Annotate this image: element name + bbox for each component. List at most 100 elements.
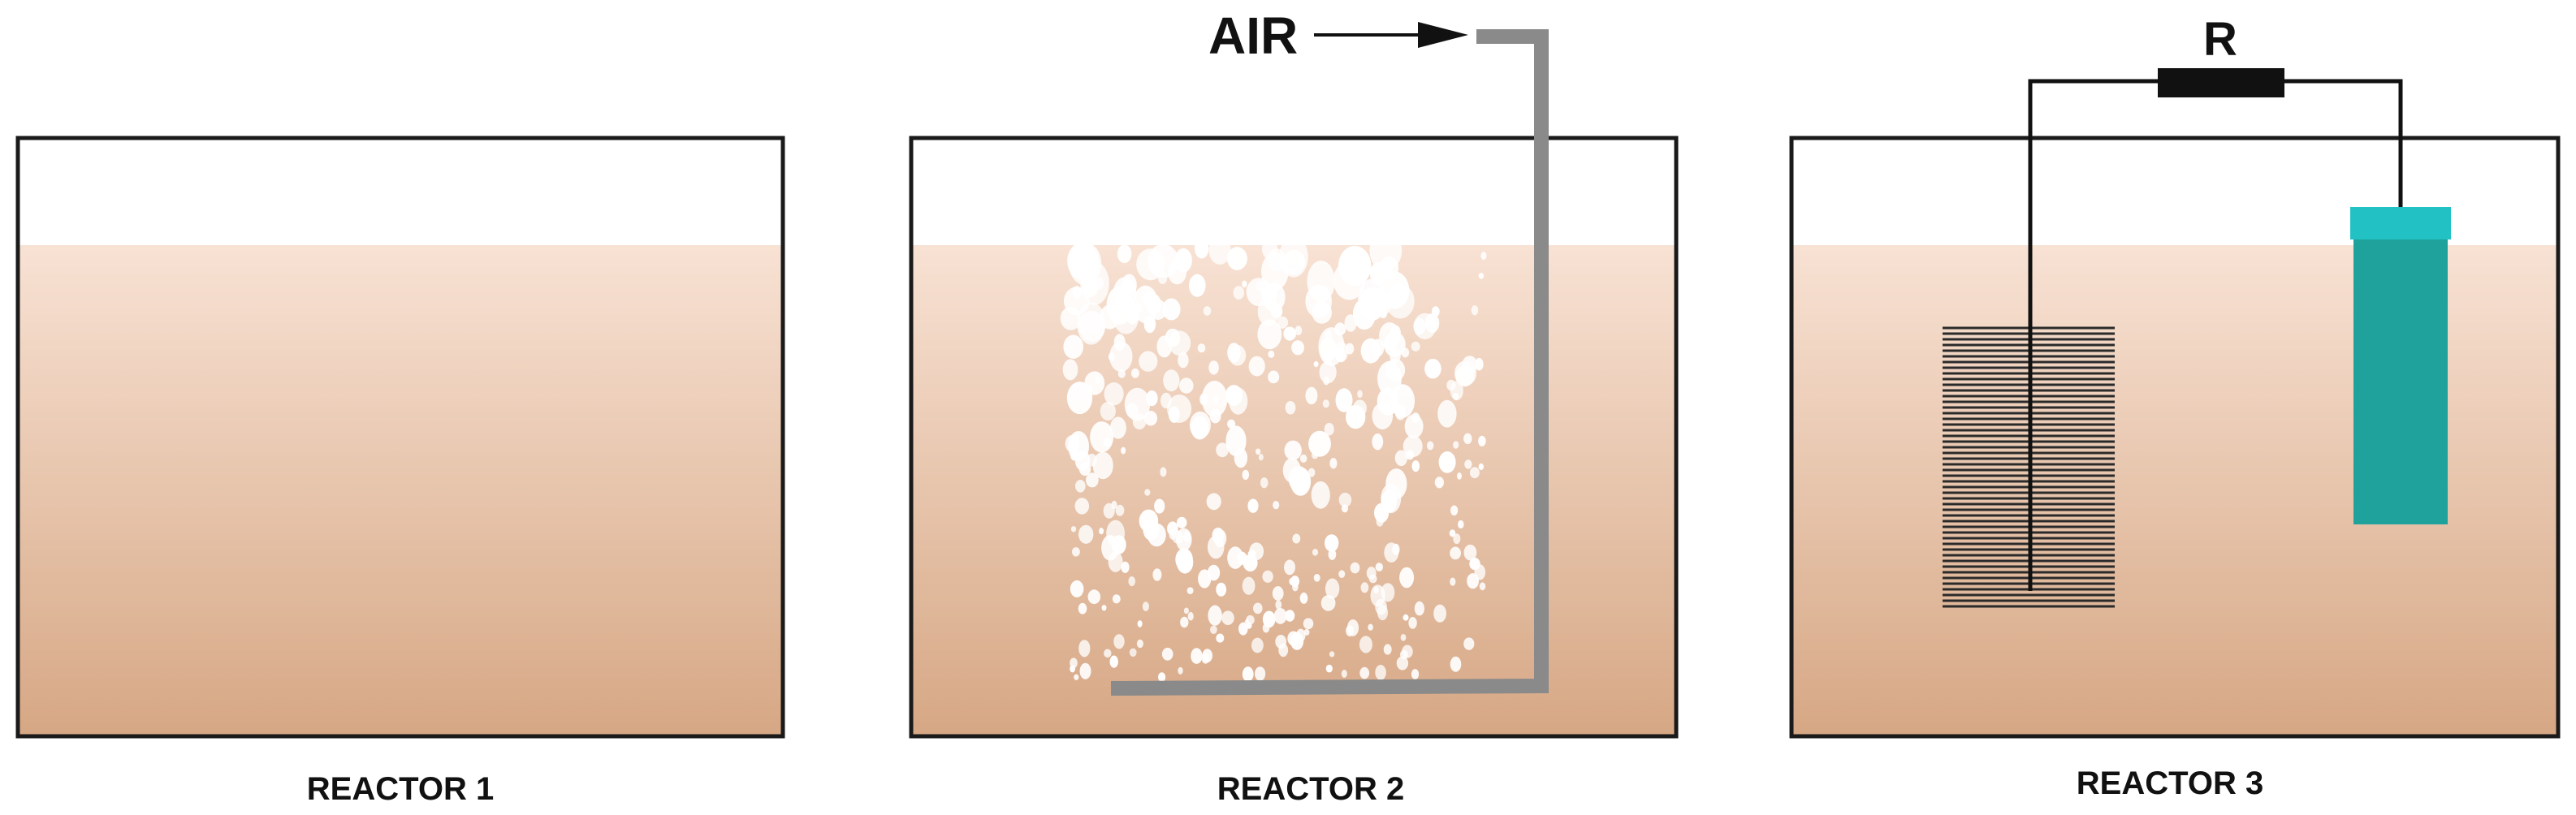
air-bubble <box>1462 356 1478 373</box>
air-bubble <box>1100 402 1116 420</box>
air-bubble <box>1186 587 1194 594</box>
air-bubble <box>1329 458 1338 469</box>
air-bubble <box>1260 477 1269 489</box>
air-bubble <box>1113 277 1137 311</box>
air-bubble <box>1070 658 1078 669</box>
air-bubble <box>1065 434 1080 453</box>
air-bubble <box>1402 645 1413 658</box>
reactor-1-tank <box>15 136 785 739</box>
air-bubble <box>1272 586 1284 601</box>
air-bubble <box>1478 273 1485 279</box>
air-bubble <box>1237 551 1247 564</box>
air-bubble <box>1175 548 1193 571</box>
air-bubble <box>1359 666 1370 679</box>
air-bubble <box>1247 498 1259 513</box>
air-bubble <box>1375 563 1384 571</box>
air-bubble <box>1078 310 1106 342</box>
air-bubble <box>1292 533 1301 544</box>
air-bubble <box>1216 442 1229 458</box>
air-bubble <box>1227 419 1236 429</box>
air-bubble <box>1242 576 1256 595</box>
air-bubble <box>1290 576 1299 588</box>
air-bubble <box>1062 359 1078 381</box>
air-bubble <box>1128 576 1135 587</box>
air-bubble <box>1208 605 1222 626</box>
air-bubble <box>1104 649 1112 658</box>
air-bubble <box>1255 448 1261 455</box>
reactor-1: REACTOR 1 <box>15 136 785 807</box>
air-bubble <box>1322 399 1329 408</box>
air-bubble <box>1277 316 1289 329</box>
air-bubble <box>1282 249 1306 275</box>
reactor-2-tank <box>909 136 1679 739</box>
air-bubble <box>1404 414 1424 439</box>
air-bubble <box>1167 395 1192 423</box>
air-bubble <box>1374 502 1390 523</box>
air-bubble <box>1311 481 1330 509</box>
air-bubble <box>1411 669 1420 679</box>
air-bubble <box>1226 247 1247 270</box>
air-bubble <box>1338 492 1352 507</box>
air-bubble <box>1308 430 1331 457</box>
air-bubble <box>1201 381 1228 417</box>
air-bubble <box>1334 322 1346 336</box>
air-bubble <box>1394 450 1408 467</box>
air-bubble <box>1130 368 1139 378</box>
air-bubble <box>1471 305 1479 316</box>
air-bubble <box>1169 528 1177 540</box>
air-bubble <box>1103 502 1115 519</box>
air-bubble <box>1369 230 1403 271</box>
air-bubble <box>1399 567 1415 589</box>
air-bubble <box>1174 248 1192 273</box>
air-bubble <box>1414 601 1424 616</box>
air-bubble <box>1147 523 1166 547</box>
air-bubble <box>1262 570 1273 583</box>
air-bubble <box>1353 399 1367 417</box>
air-bubble <box>1101 605 1107 611</box>
reactor-2-label: REACTOR 2 <box>1217 771 1404 807</box>
air-bubble <box>1333 341 1348 363</box>
air-bubble <box>1284 559 1295 576</box>
air-bubble <box>1146 294 1162 315</box>
air-bubble <box>1112 594 1121 604</box>
air-bubble <box>1158 672 1166 682</box>
air-bubble <box>1434 476 1444 489</box>
reactor-3-label: REACTOR 3 <box>2077 765 2263 801</box>
air-bubble <box>1251 637 1264 653</box>
air-bubble <box>1189 274 1206 297</box>
air-bubble <box>1178 666 1183 675</box>
air-bubble <box>1268 370 1280 384</box>
air-bubble <box>1197 343 1206 353</box>
air-bubble <box>1453 441 1459 449</box>
air-bubble <box>1453 533 1461 545</box>
air-bubble <box>1233 286 1245 300</box>
air-bubble <box>1086 472 1099 488</box>
air-bubble <box>1307 468 1316 477</box>
air-bubble <box>1109 655 1118 668</box>
air-bubble <box>1350 562 1360 574</box>
air-bubble <box>1313 361 1319 368</box>
air-bubble <box>1452 393 1459 400</box>
air-bubble <box>1464 459 1472 469</box>
air-bubble <box>1325 664 1333 673</box>
air-bubble <box>1225 425 1247 456</box>
air-bubble <box>1136 248 1165 281</box>
air-bubble <box>1203 306 1212 316</box>
air-bubble <box>1469 467 1480 479</box>
resistor-label: R <box>2203 13 2237 66</box>
air-bubble <box>1385 468 1407 500</box>
air-bubble <box>1183 607 1189 614</box>
air-bubble <box>1283 326 1296 341</box>
air-bubble <box>1262 282 1286 313</box>
air-bubble <box>1275 635 1287 649</box>
air-bubble <box>1273 501 1280 510</box>
air-bubble <box>1479 582 1486 591</box>
air-bubble <box>1255 666 1266 681</box>
air-bubble <box>1074 674 1079 680</box>
air-bubble <box>1216 633 1225 643</box>
air-bubble <box>1136 639 1143 649</box>
air-bubble <box>1161 647 1173 661</box>
air-bubble <box>1078 524 1094 544</box>
air-bubble <box>1154 498 1165 514</box>
air-bubble <box>1113 634 1125 649</box>
